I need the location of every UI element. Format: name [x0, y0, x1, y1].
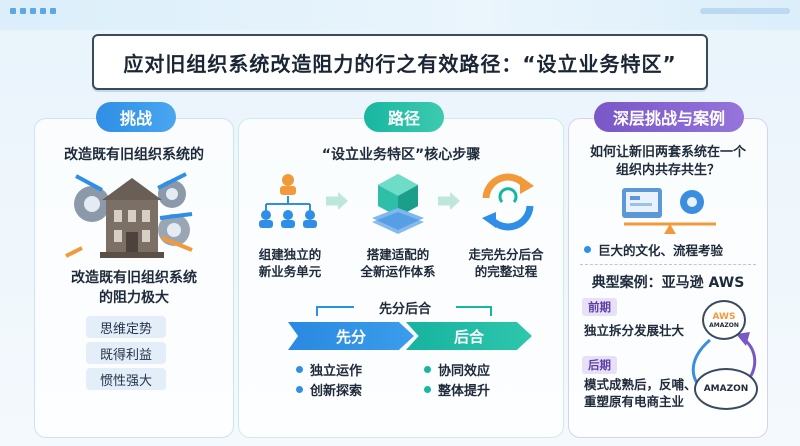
late-text-line-1: 模式成熟后，反哺、 — [584, 377, 697, 392]
bullet-text: 独立运作 — [310, 364, 363, 379]
bullet-dot — [296, 366, 303, 373]
page-title: 应对旧组织系统改造阻力的行之有效路径：“设立业务特区” — [123, 51, 677, 76]
challenge-subtitle: 改造既有旧组织系统的 — [64, 147, 204, 163]
question-line-2: 组织内共存共生？ — [615, 163, 720, 178]
early-text: 独立拆分发展壮大 — [584, 323, 685, 338]
amazon-small-label: AMAZON — [709, 321, 739, 329]
balance-scale-icon — [622, 188, 716, 234]
title-box: 应对旧组织系统改造阻力的行之有效路径：“设立业务特区” — [92, 34, 708, 90]
step-2-line-2: 全新运作体系 — [360, 264, 436, 279]
step-3-label: 走完先分后合 的完整过程 — [454, 246, 558, 280]
bullet-text: 创新探索 — [310, 384, 363, 399]
amazon-big-label: AMAZON — [703, 384, 749, 394]
amazon-badge: AMAZON — [694, 368, 758, 410]
step-3-line-2: 的完整过程 — [474, 264, 538, 279]
phase-a-bullet-1: 独立运作 — [296, 360, 362, 379]
resistance-text: 改造既有旧组织系统 的阻力极大 — [34, 268, 234, 308]
bullet-dot — [424, 386, 431, 393]
tag-vested-interest: 既得利益 — [86, 342, 166, 364]
path-panel — [238, 118, 564, 438]
step-3-line-1: 走完先分后合 — [468, 247, 544, 262]
bullet-dot — [296, 386, 303, 393]
phase-a-bullet-2: 创新探索 — [296, 380, 362, 399]
phase-merge: 后合 — [406, 322, 532, 350]
arrow-right-icon — [326, 192, 348, 210]
top-band — [0, 0, 800, 30]
bullet-text: 整体提升 — [438, 384, 491, 399]
aws-badge: AWS AMAZON — [702, 300, 746, 340]
late-text-line-2: 重塑原有电商主业 — [584, 394, 685, 409]
decorative-bar — [700, 8, 790, 14]
arrow-right-icon — [438, 192, 460, 210]
deep-challenge-header: 深层挑战与案例 — [594, 102, 744, 132]
early-tag: 前期 — [582, 298, 617, 316]
resistance-line-2: 的阻力极大 — [99, 290, 169, 306]
decorative-squares — [10, 8, 56, 14]
path-header: 路径 — [364, 102, 444, 132]
org-chart-icon — [259, 174, 317, 228]
challenge-header: 挑战 — [96, 102, 176, 132]
question-line-1: 如何让新旧两套系统在一个 — [589, 145, 746, 160]
step-1-line-1: 组建独立的 — [258, 247, 322, 262]
phase-b-bullet-1: 协同效应 — [424, 360, 490, 379]
bracket-label: 先分后合 — [378, 302, 431, 317]
challenge-bullet: 巨大的文化、流程考验 — [584, 240, 723, 259]
step-1-line-2: 新业务单元 — [258, 264, 322, 279]
late-tag: 后期 — [582, 356, 617, 374]
step-2-line-1: 搭建适配的 — [366, 247, 430, 262]
bracket-right — [456, 306, 492, 316]
aws-label: AWS — [712, 311, 736, 322]
question-text: 如何让新旧两套系统在一个 组织内共存共生？ — [568, 144, 768, 180]
late-text: 模式成熟后，反哺、 重塑原有电商主业 — [584, 376, 697, 410]
bullet-text: 巨大的文化、流程考验 — [598, 243, 724, 258]
step-1-label: 组建独立的 新业务单元 — [248, 246, 332, 280]
path-subtitle: “设立业务特区”核心步骤 — [321, 147, 481, 163]
resistance-line-1: 改造既有旧组织系统 — [71, 270, 197, 286]
bullet-dot — [424, 366, 431, 373]
bullet-text: 协同效应 — [438, 364, 491, 379]
phase-b-bullet-2: 整体提升 — [424, 380, 490, 399]
building-gears-icon — [65, 172, 193, 258]
divider — [580, 264, 756, 265]
cycle-arrows-icon — [482, 173, 534, 231]
cube-platform-icon — [372, 174, 424, 234]
case-title: 典型案例：亚马逊 AWS — [591, 275, 745, 291]
step-2-label: 搭建适配的 全新运作体系 — [350, 246, 446, 280]
bullet-dot — [584, 246, 591, 253]
bracket-left — [316, 306, 354, 316]
tag-inertia: 惯性强大 — [86, 368, 166, 390]
phase-separate: 先分 — [288, 322, 414, 350]
tag-mindset: 思维定势 — [86, 316, 166, 338]
